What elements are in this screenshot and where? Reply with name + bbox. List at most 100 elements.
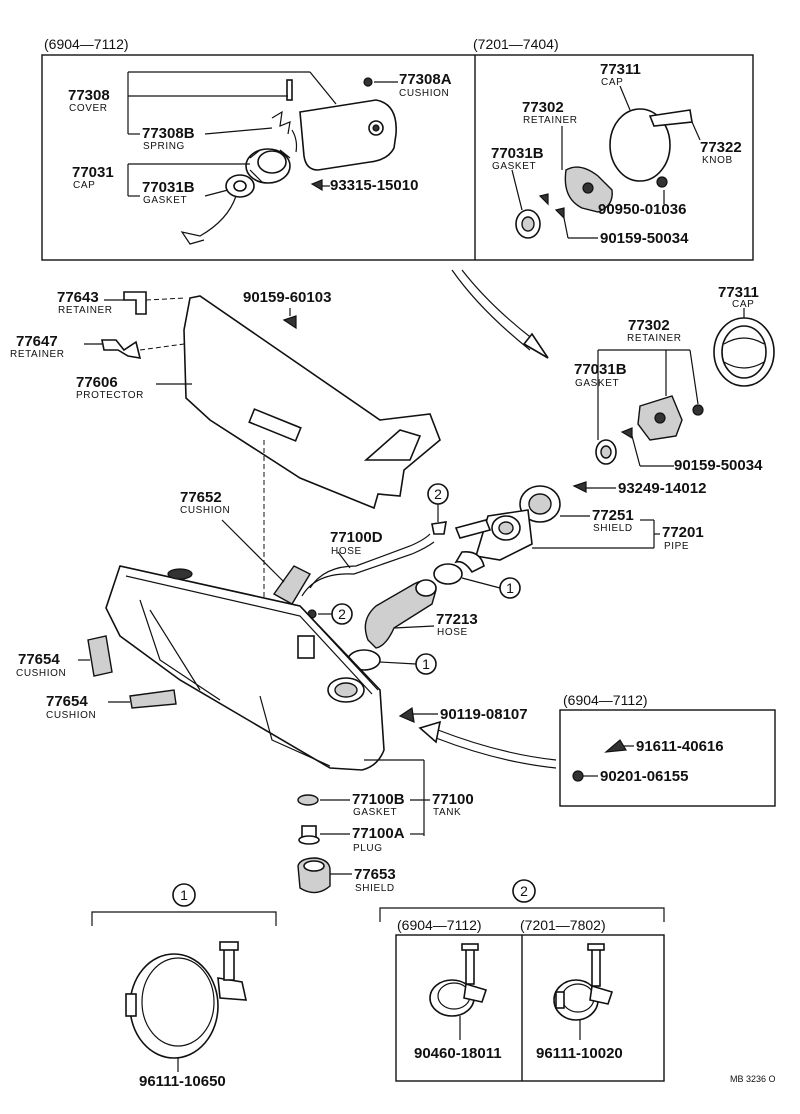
part-77606-desc: PROTECTOR — [76, 390, 144, 401]
ref-label-1-upper: 1 — [506, 580, 514, 596]
part-77643-number: 77643 — [57, 289, 99, 306]
part-77653-number: 77653 — [354, 866, 396, 883]
hose-clamp-96111-10650-drawing — [125, 941, 248, 1072]
screw-90159-60103-drawing — [282, 308, 297, 330]
part-90159-60103-number: 90159-60103 — [243, 289, 331, 306]
detail-ref-2-label: 2 — [520, 883, 528, 899]
part-77302-number-top: 77302 — [522, 99, 564, 116]
gasket-77100B-drawing — [297, 794, 319, 806]
part-77100A-desc: PLUG — [353, 843, 383, 854]
part-77213-desc: HOSE — [437, 627, 468, 638]
shield-77251-drawing — [519, 485, 561, 523]
retainer-77302-top-drawing — [561, 126, 668, 213]
part-77322-number: 77322 — [700, 139, 742, 156]
arrow-to-bolt — [418, 720, 557, 769]
part-77311-number-right: 77311 — [718, 284, 759, 301]
retainer-77643-drawing — [123, 291, 147, 315]
fuel-door-cover-drawing — [271, 79, 397, 171]
leaders-mid-left — [84, 297, 265, 604]
leaders-mid-right — [586, 435, 674, 489]
part-77311-number-top: 77311 — [600, 61, 641, 78]
filler-pipe-77201-drawing — [454, 509, 533, 574]
ref-label-2-upper: 2 — [434, 486, 442, 502]
shield-77653-drawing — [297, 857, 331, 894]
part-77100D-desc: HOSE — [331, 546, 362, 557]
cushion-77652-drawing — [221, 519, 311, 605]
part-77213-number: 77213 — [436, 611, 478, 628]
retainer-77647-drawing — [101, 339, 142, 359]
top-variant-frame — [41, 54, 754, 261]
ref-label-2-lower: 2 — [338, 606, 346, 622]
part-77654-number-b: 77654 — [46, 693, 88, 710]
part-77100-desc: TANK — [433, 807, 461, 818]
part-77308-number: 77308 — [68, 87, 110, 104]
diagram-reference-code: MB 3236 O — [730, 1074, 776, 1084]
ref-callout-2-upper — [427, 483, 449, 535]
part-77643-desc: RETAINER — [58, 305, 113, 316]
part-77100A-number: 77100A — [352, 825, 405, 842]
plug-77100A-drawing — [298, 825, 320, 845]
clamp-upper-drawing — [433, 563, 501, 589]
detail-ref-1-frame — [91, 883, 277, 926]
part-77031-number: 77031 — [72, 164, 114, 181]
ref-callout-1-upper — [499, 577, 521, 599]
part-77031B-desc-top: GASKET — [143, 195, 187, 206]
part-77308B-number: 77308B — [142, 125, 195, 142]
cushion-77654-b-drawing — [108, 689, 177, 709]
part-77302-desc-right: RETAINER — [627, 333, 682, 344]
part-90201-number: 90201-06155 — [600, 768, 688, 785]
bolt-90119-drawing — [398, 706, 438, 723]
detail-ref-2-frame — [379, 879, 665, 1082]
part-77606-number: 77606 — [76, 374, 118, 391]
part-93249-number: 93249-14012 — [618, 480, 706, 497]
gasket-77031B-right-drawing — [595, 349, 699, 465]
nut-90201-drawing — [572, 770, 598, 782]
part-77652-number: 77652 — [180, 489, 222, 506]
part-77100D-number: 77100D — [330, 529, 383, 546]
part-77308A-desc: CUSHION — [399, 88, 449, 99]
hose-clamp-96111-10020-drawing — [553, 943, 614, 1040]
detail-ref-1-label: 1 — [180, 887, 188, 903]
fuel-cap-77311-top-drawing — [609, 85, 671, 182]
part-77302-number-right: 77302 — [628, 317, 670, 334]
part-77302-desc-top: RETAINER — [523, 115, 578, 126]
inset-6904-7112-frame — [559, 709, 776, 807]
part-90460-number: 90460-18011 — [414, 1045, 502, 1062]
leaders-tank — [320, 759, 430, 875]
part-77251-desc: SHIELD — [593, 523, 633, 534]
protector-77606-drawing — [183, 295, 441, 510]
hose-77100D-drawing — [301, 533, 435, 597]
bolt-91611-drawing — [604, 739, 634, 753]
part-96111-10020-number: 96111-10020 — [536, 1045, 623, 1062]
group-heading-7201-7404: (7201—7404) — [473, 36, 559, 52]
part-77311-desc-right: CAP — [732, 299, 754, 310]
part-77647-number: 77647 — [16, 333, 58, 350]
cushion-77308A-drawing — [363, 77, 373, 87]
part-77031B-number-top: 77031B — [142, 179, 195, 196]
leaders-pipe — [532, 515, 660, 549]
part-77100-number: 77100 — [432, 791, 474, 808]
part-77031B-desc-top-right: GASKET — [492, 161, 536, 172]
retainer-77302-right-drawing — [637, 350, 704, 441]
gasket-77031B-top-drawing — [180, 174, 255, 245]
group-heading-6904-7112-top: (6904—7112) — [44, 36, 129, 52]
leaders-top-left — [127, 71, 398, 197]
part-90159-number-top: 90159-50034 — [600, 230, 689, 247]
part-77647-desc: RETAINER — [10, 349, 65, 360]
hose-77213-drawing — [364, 579, 437, 649]
arrow-to-later-filler — [451, 269, 549, 359]
ref-label-1-lower: 1 — [422, 656, 430, 672]
cushion-77654-a-drawing — [78, 635, 113, 677]
part-96111-10650-number: 96111-10650 — [139, 1073, 226, 1090]
leaders-top-right — [563, 190, 665, 239]
group-heading-6904-7112-inset: (6904—7112) — [563, 692, 648, 708]
part-77322-desc: KNOB — [702, 155, 733, 166]
part-77100B-desc: GASKET — [353, 807, 397, 818]
hose-clamp-90460-18011-drawing — [429, 943, 488, 1040]
part-77311-desc-top: CAP — [601, 77, 623, 88]
part-77308A-number: 77308A — [399, 71, 452, 88]
fuel-cap-77311-right-drawing — [713, 308, 775, 387]
gasket-77031B-top-right-drawing — [511, 169, 565, 239]
part-77652-desc: CUSHION — [180, 505, 230, 516]
